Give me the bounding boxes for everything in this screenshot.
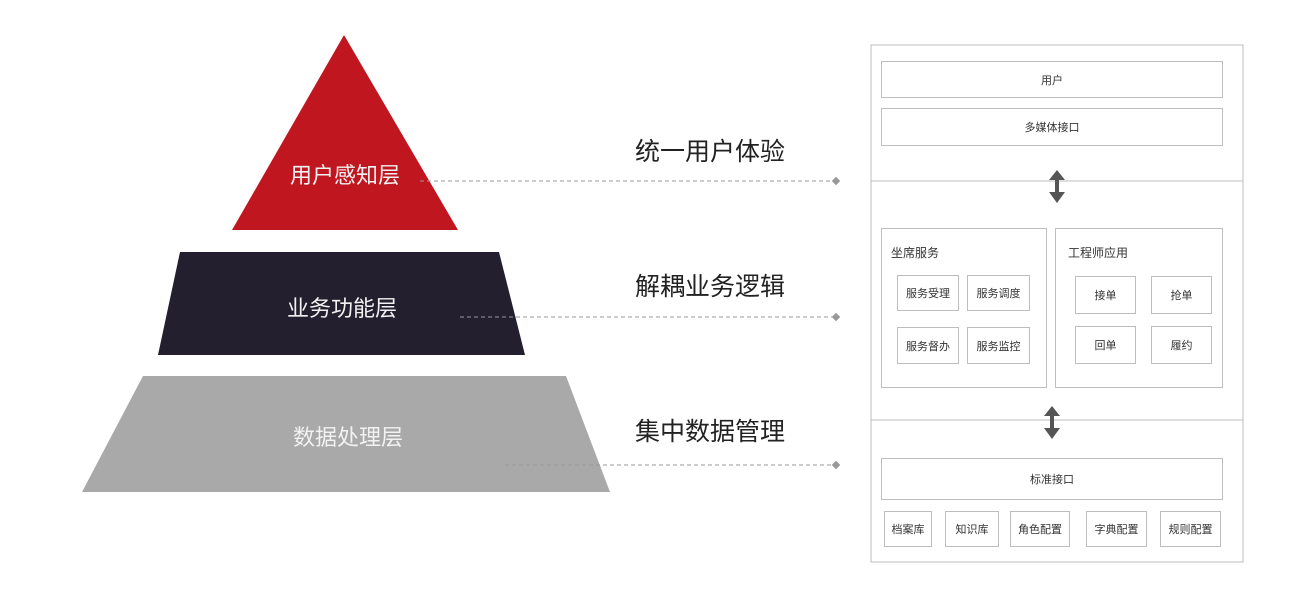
double-arrow-icon-1 (1049, 170, 1065, 203)
pyramid-label-perception: 用户感知层 (289, 164, 400, 189)
architecture-frame (870, 44, 1244, 563)
panel-seat-service (881, 228, 1047, 388)
pyramid-label-business: 业务功能层 (286, 297, 397, 322)
box-fulfill: 履约 (1151, 326, 1212, 364)
double-arrow-icon-2 (1044, 406, 1060, 439)
engineer-app-title: 工程师应用 (1068, 246, 1129, 260)
description-business-logic: 解耦业务逻辑 (635, 272, 786, 301)
pyramid-bottom-layer (82, 376, 610, 492)
seat-service-title: 坐席服务 (891, 246, 940, 260)
box-multimedia-interface: 多媒体接口 (881, 108, 1223, 146)
connector-dot-2 (831, 312, 841, 322)
pyramid-top-layer (232, 35, 458, 230)
box-service-dispatch: 服务调度 (967, 275, 1030, 311)
box-user: 用户 (881, 61, 1223, 98)
panel-engineer-app (1055, 228, 1223, 388)
box-knowledge-base: 知识库 (945, 511, 999, 547)
pyramid-middle-layer (158, 252, 525, 355)
connector-dot-1 (831, 176, 841, 186)
box-service-monitor: 服务监控 (967, 327, 1030, 364)
box-take-order: 接单 (1075, 276, 1136, 314)
box-dictionary-config: 字典配置 (1086, 511, 1147, 547)
pyramid-label-data: 数据处理层 (292, 426, 403, 451)
box-return-order: 回单 (1075, 326, 1136, 364)
box-role-config: 角色配置 (1010, 511, 1070, 547)
box-service-accept: 服务受理 (897, 275, 959, 311)
box-rule-config: 规则配置 (1160, 511, 1221, 547)
description-data-management: 集中数据管理 (635, 417, 786, 446)
connector-dot-3 (831, 460, 841, 470)
box-service-supervise: 服务督办 (897, 327, 959, 364)
box-standard-interface: 标准接口 (881, 458, 1223, 500)
box-grab-order: 抢单 (1151, 276, 1212, 314)
box-archive: 档案库 (884, 511, 932, 547)
description-user-experience: 统一用户体验 (635, 137, 786, 166)
